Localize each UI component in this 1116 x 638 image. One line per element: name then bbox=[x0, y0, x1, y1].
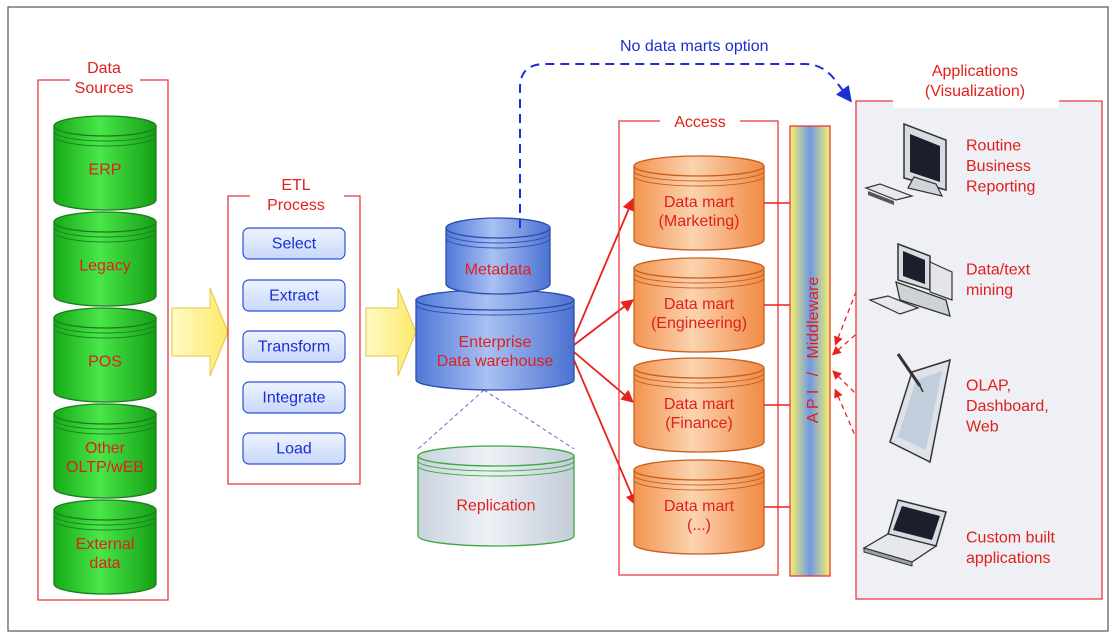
warehouse-label: Enterprise bbox=[459, 334, 532, 351]
etl-step: Extract bbox=[242, 279, 346, 312]
data-mart-label: Data mart bbox=[664, 194, 735, 211]
no-data-marts-arrow bbox=[519, 63, 852, 228]
replication-link-left bbox=[417, 389, 485, 450]
application-label: Reporting bbox=[966, 179, 1035, 196]
source-label: POS bbox=[88, 354, 122, 371]
tablet-pen-icon bbox=[889, 353, 951, 464]
applications-title-line2: (Visualization) bbox=[925, 83, 1025, 100]
source-label: ERP bbox=[89, 162, 122, 179]
flow-arrow-etl-to-warehouse bbox=[365, 287, 417, 377]
sources-title-line1: Data bbox=[87, 60, 121, 77]
data-sources-panel: Data Sources bbox=[37, 60, 169, 601]
application-label: Data/text bbox=[966, 262, 1031, 279]
api-middleware-label: A P I / Middleware bbox=[805, 277, 822, 424]
etl-step-label: Extract bbox=[269, 288, 319, 305]
data-mart-label: (Finance) bbox=[665, 415, 733, 432]
data-marts: Data mart (Marketing) Data mart (Engineerin… bbox=[633, 155, 765, 555]
data-mart-cylinder: Data mart (Engineering) bbox=[633, 257, 765, 353]
desktop-computer-icon bbox=[864, 122, 947, 205]
application-label: Custom built bbox=[966, 530, 1055, 547]
application-label: Routine bbox=[966, 138, 1021, 155]
etl-panel: ETL Process bbox=[227, 177, 361, 485]
mart-to-api-connectors bbox=[764, 202, 790, 508]
etl-title-line2: Process bbox=[267, 197, 325, 214]
data-mart-cylinder: Data mart (Marketing) bbox=[633, 155, 765, 251]
replication-cylinder: Replication bbox=[417, 445, 575, 547]
data-mart-cylinder: Data mart (Finance) bbox=[633, 357, 765, 453]
flow-arrow-sources-to-etl bbox=[171, 287, 229, 377]
application-label: Dashboard, bbox=[966, 398, 1049, 415]
access-panel: Access bbox=[618, 114, 779, 576]
source-label: Legacy bbox=[79, 258, 131, 275]
source-cylinder: External data bbox=[53, 499, 157, 595]
source-label: data bbox=[89, 555, 120, 572]
sources-title-line2: Sources bbox=[75, 80, 134, 97]
replication-link-right bbox=[483, 389, 575, 450]
warehouse-to-mart-arrows bbox=[573, 197, 638, 507]
application-label: OLAP, bbox=[966, 378, 1011, 395]
diagram-border bbox=[7, 6, 1109, 632]
etl-step: Load bbox=[242, 432, 346, 465]
etl-step-label: Load bbox=[276, 441, 312, 458]
data-mart-label: Data mart bbox=[664, 296, 735, 313]
data-mart-cylinder: Data mart (...) bbox=[633, 459, 765, 555]
application-label: Web bbox=[966, 419, 999, 436]
data-mart-label: (...) bbox=[687, 517, 711, 534]
source-cylinder: ERP bbox=[53, 115, 157, 211]
applications-title-line1: Applications bbox=[932, 63, 1018, 80]
metadata-label: Metadata bbox=[465, 262, 532, 279]
etl-step-label: Integrate bbox=[262, 390, 325, 407]
data-mart-label: (Engineering) bbox=[651, 315, 747, 332]
no-data-marts-label: No data marts option bbox=[620, 38, 769, 55]
application-label: applications bbox=[966, 550, 1051, 567]
etl-title-line1: ETL bbox=[281, 177, 310, 194]
etl-step-label: Transform bbox=[258, 339, 330, 356]
etl-step: Transform bbox=[242, 330, 346, 363]
warehouse-label: Data warehouse bbox=[437, 353, 554, 370]
data-mart-label: Data mart bbox=[664, 396, 735, 413]
metadata-cylinder: Metadata bbox=[445, 217, 551, 295]
application-label: mining bbox=[966, 282, 1013, 299]
data-mart-label: Data mart bbox=[664, 498, 735, 515]
laptop-icon bbox=[862, 499, 947, 567]
access-title: Access bbox=[674, 114, 726, 131]
etl-step-label: Select bbox=[272, 236, 317, 253]
application-label: Business bbox=[966, 158, 1031, 175]
workstation-icon bbox=[868, 242, 953, 317]
source-cylinder: Legacy bbox=[53, 211, 157, 307]
source-label: Other bbox=[85, 440, 126, 457]
etl-step: Select bbox=[242, 227, 346, 260]
source-label: OLTP/wEB bbox=[66, 459, 144, 476]
data-mart-label: (Marketing) bbox=[659, 213, 740, 230]
source-cylinder: POS bbox=[53, 307, 157, 403]
api-middleware-bar bbox=[789, 125, 831, 577]
source-label: External bbox=[76, 536, 135, 553]
replication-label: Replication bbox=[456, 498, 535, 515]
etl-step: Integrate bbox=[242, 381, 346, 414]
